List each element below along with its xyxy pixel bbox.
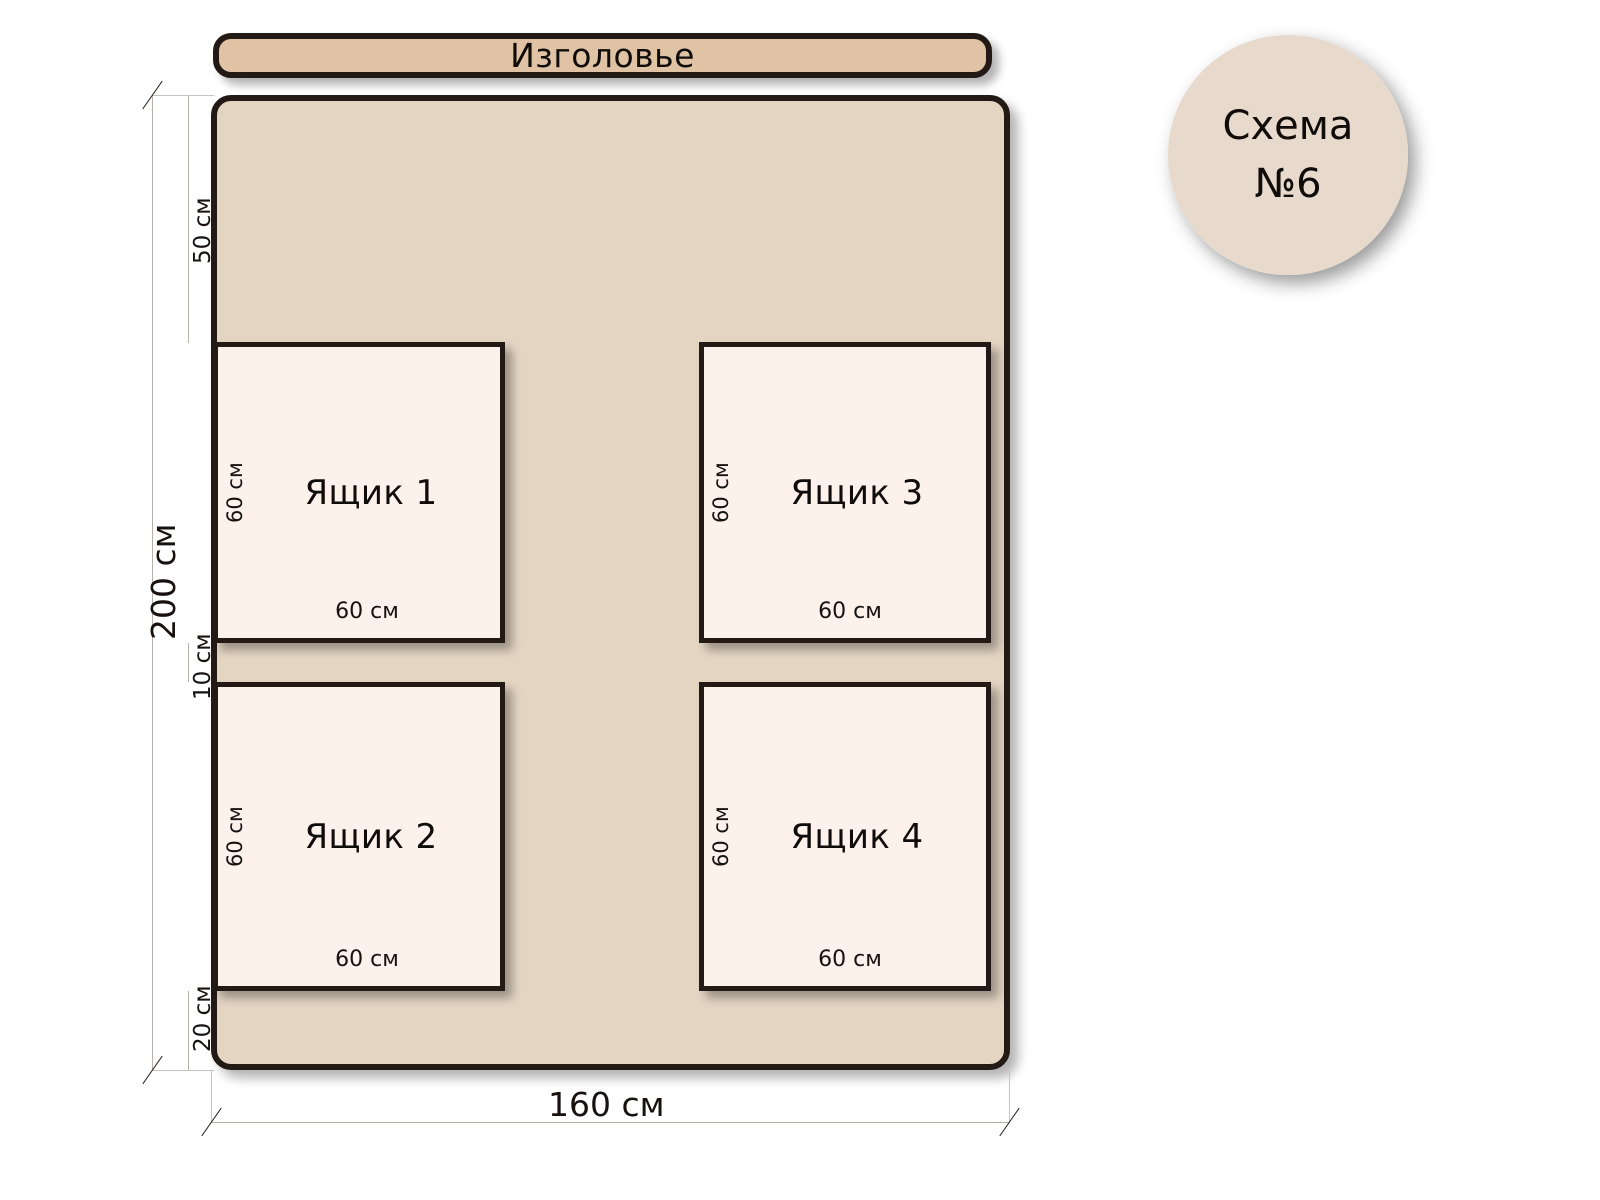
drawer-4-width-label: 60 см xyxy=(818,947,882,972)
extension-line-bottom xyxy=(152,1070,214,1071)
ext-line-width-right xyxy=(1009,1070,1010,1122)
dim-line-top-offset xyxy=(188,95,189,343)
drawer-1-label: Ящик 1 xyxy=(304,472,438,513)
dim-label-bottom-offset: 20 см xyxy=(190,985,216,1052)
drawer-3-label: Ящик 3 xyxy=(790,472,924,513)
scheme-badge-circle xyxy=(1168,35,1408,275)
drawer-1-width-label: 60 см xyxy=(335,599,399,624)
dim-line-total-height xyxy=(152,95,153,1070)
drawer-4-label: Ящик 4 xyxy=(790,816,924,857)
drawer-1[interactable]: 60 см Ящик 1 60 см xyxy=(213,342,505,643)
dim-label-total-height: 200 см xyxy=(144,523,183,640)
scheme-badge: Схема №6 xyxy=(1168,35,1408,275)
drawer-3-width-label: 60 см xyxy=(818,599,882,624)
scheme-badge-line2: №6 xyxy=(1254,161,1321,207)
headboard-bar: Изголовье xyxy=(213,33,992,78)
drawer-3[interactable]: 60 см Ящик 3 60 см xyxy=(699,342,991,643)
drawer-2[interactable]: 60 см Ящик 2 60 см xyxy=(213,682,505,991)
drawer-2-label: Ящик 2 xyxy=(304,816,438,857)
dim-label-gap: 10 см xyxy=(190,633,216,700)
dim-label-total-width: 160 см xyxy=(548,1085,665,1124)
headboard-label: Изголовье xyxy=(510,36,695,75)
dim-line-total-width xyxy=(211,1122,1010,1123)
ext-line-width-left xyxy=(211,1070,212,1122)
drawer-2-width-label: 60 см xyxy=(335,947,399,972)
dim-line-gap xyxy=(188,643,189,682)
scheme-badge-line1: Схема xyxy=(1223,103,1354,149)
drawer-4[interactable]: 60 см Ящик 4 60 см xyxy=(699,682,991,991)
dim-line-bottom-offset xyxy=(188,991,189,1070)
extension-line-top xyxy=(152,95,214,96)
dim-label-top-offset: 50 см xyxy=(190,197,216,264)
